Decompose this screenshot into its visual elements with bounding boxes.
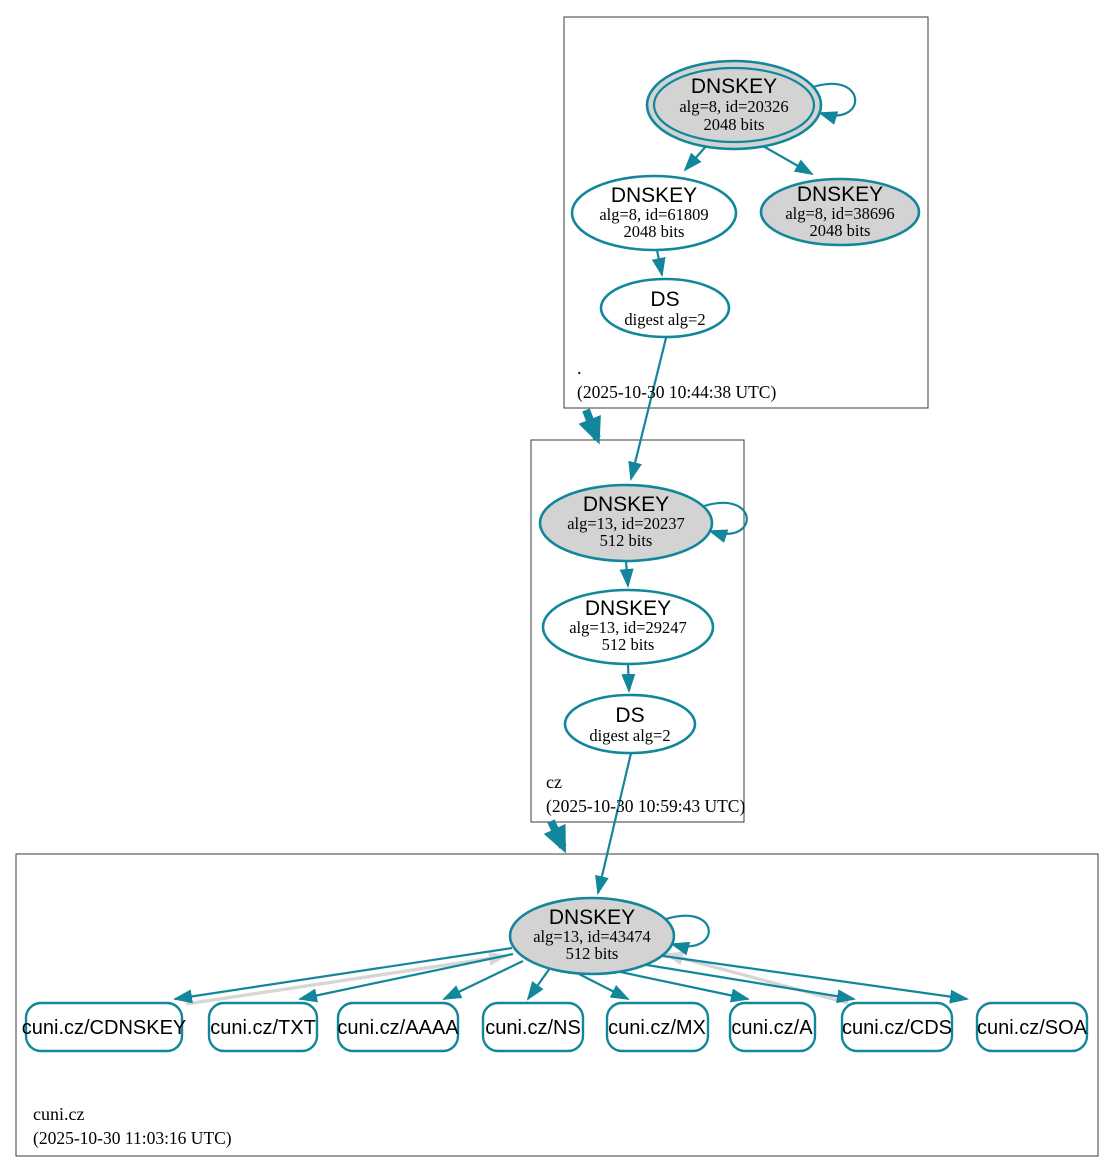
rrset-cuni-cz-ns[interactable]: cuni.cz/NS <box>481 1001 585 1053</box>
node-detail: alg=13, id=20237 <box>567 514 685 533</box>
node-title: DNSKEY <box>691 75 777 98</box>
rrset-cuni-cz-cds[interactable]: cuni.cz/CDS <box>840 1001 954 1053</box>
edge-dnskey-to-cds <box>640 962 856 1004</box>
node-title: DNSKEY <box>611 184 697 207</box>
rrset-label: cuni.cz/NS <box>485 1017 581 1039</box>
node-root-ksk-dnskey-20326[interactable]: DNSKEY alg=8, id=20326 2048 bits <box>645 59 823 151</box>
rrset-label: cuni.cz/SOA <box>977 1017 1088 1039</box>
node-cz-zsk-dnskey-29247[interactable]: DNSKEY alg=13, id=29247 512 bits <box>541 588 715 666</box>
rrset-label: cuni.cz/CDNSKEY <box>22 1017 187 1039</box>
edge-cz-zsk-to-ds <box>621 663 636 693</box>
node-detail: 512 bits <box>600 531 653 550</box>
rrset-cuni-cz-mx[interactable]: cuni.cz/MX <box>605 1001 710 1053</box>
zone-timestamp-cuni-cz: (2025-10-30 11:03:16 UTC) <box>33 1128 232 1148</box>
edge-dnskey-to-a <box>610 968 750 1003</box>
node-detail: digest alg=2 <box>624 310 705 329</box>
node-cz-ds[interactable]: DS digest alg=2 <box>563 693 697 755</box>
rrset-cuni-cz-soa[interactable]: cuni.cz/SOA <box>975 1001 1089 1053</box>
rrset-cuni-cz-aaaa[interactable]: cuni.cz/AAAA <box>336 1001 459 1053</box>
edge-root-ksk-to-zsk <box>683 143 709 172</box>
rrset-cuni-cz-a[interactable]: cuni.cz/A <box>728 1001 817 1053</box>
node-title: DNSKEY <box>583 493 669 516</box>
node-detail: 2048 bits <box>624 222 685 241</box>
edge-dnskey-to-mx <box>576 972 630 1000</box>
edge-root-zsk-to-ds <box>651 249 666 277</box>
node-cuni-ksk-dnskey-43474[interactable]: DNSKEY alg=13, id=43474 512 bits <box>508 896 676 976</box>
zone-label-cuni-cz: cuni.cz <box>33 1104 84 1124</box>
edge-dnskey-to-cdnskey <box>173 946 513 1004</box>
edge-dnskey-to-txt <box>298 952 514 1003</box>
rrset-cuni-cz-cdnskey[interactable]: cuni.cz/CDNSKEY <box>22 1001 187 1053</box>
node-cz-ksk-dnskey-20237[interactable]: DNSKEY alg=13, id=20237 512 bits <box>538 483 714 563</box>
node-root-dnskey-38696[interactable]: DNSKEY alg=8, id=38696 2048 bits <box>759 177 921 247</box>
edge-cz-ksk-to-zsk <box>619 560 634 588</box>
zone-timestamp-root: (2025-10-30 10:44:38 UTC) <box>577 382 776 402</box>
node-detail: digest alg=2 <box>589 726 670 745</box>
zone-label-root: . <box>577 358 582 378</box>
edge-cz-ds-to-cuni-dnskey <box>595 752 633 895</box>
rrset-label: cuni.cz/CDS <box>842 1017 952 1039</box>
node-title: DNSKEY <box>797 183 883 206</box>
node-title: DNSKEY <box>585 597 671 620</box>
zone-label-cz: cz <box>546 772 562 792</box>
node-detail: alg=8, id=61809 <box>599 205 708 224</box>
node-detail: 2048 bits <box>704 115 765 134</box>
node-title: DNSKEY <box>549 906 635 929</box>
node-title: DS <box>650 288 679 311</box>
edge-cz-ksk-selfloop <box>703 501 748 543</box>
node-detail: 512 bits <box>566 944 619 963</box>
edge-dnskey-to-ns <box>526 967 551 1001</box>
rrset-label: cuni.cz/MX <box>608 1017 706 1039</box>
edge-root-zone-to-cz-zone <box>578 408 601 445</box>
node-detail: alg=8, id=38696 <box>785 204 894 223</box>
rrset-label: cuni.cz/AAAA <box>337 1017 459 1039</box>
rrset-cuni-cz-txt[interactable]: cuni.cz/TXT <box>207 1001 319 1053</box>
node-detail: 512 bits <box>602 635 655 654</box>
edge-cuni-ksk-selfloop <box>665 914 710 956</box>
node-root-zsk-dnskey-61809[interactable]: DNSKEY alg=8, id=61809 2048 bits <box>570 174 738 252</box>
edge-cds-to-dnskey-gray <box>664 951 849 1005</box>
node-title: DS <box>615 704 644 727</box>
node-detail: alg=13, id=29247 <box>569 618 687 637</box>
node-detail: alg=8, id=20326 <box>679 97 788 116</box>
edge-root-ksk-to-key38696 <box>762 145 814 175</box>
node-detail: 2048 bits <box>810 221 871 240</box>
edge-cdnskey-to-dnskey-gray <box>185 951 508 1006</box>
edge-cz-zone-to-cuni-zone <box>543 819 567 854</box>
rrset-label: cuni.cz/TXT <box>210 1017 316 1039</box>
edge-root-ksk-selfloop <box>812 82 857 125</box>
node-detail: alg=13, id=43474 <box>533 927 651 946</box>
zone-timestamp-cz: (2025-10-30 10:59:43 UTC) <box>546 796 745 816</box>
edge-dnskey-to-aaaa <box>442 960 524 1000</box>
node-root-ds[interactable]: DS digest alg=2 <box>599 277 731 339</box>
edge-root-ds-to-cz-dnskey <box>628 337 668 481</box>
rrset-label: cuni.cz/A <box>731 1017 813 1039</box>
edge-dnskey-to-soa <box>662 954 969 1004</box>
